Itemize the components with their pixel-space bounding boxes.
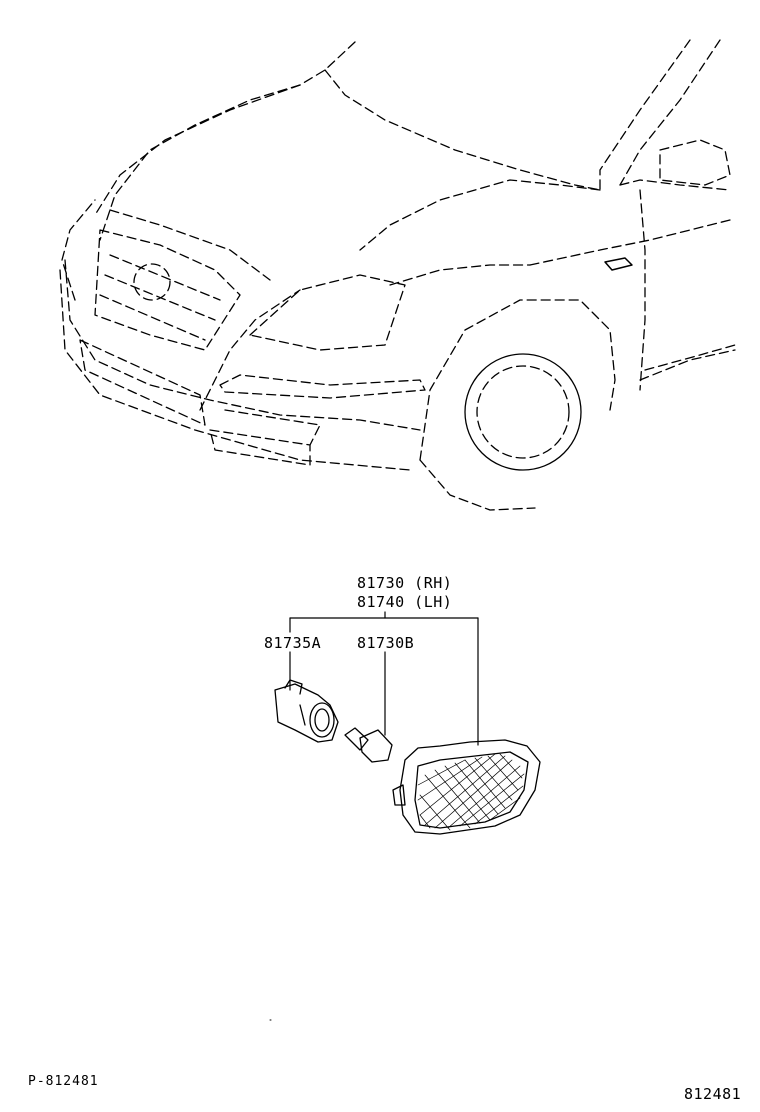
vehicle-body-outline <box>59 39 736 511</box>
label-housing-lh: 81740 (LH) <box>357 593 453 611</box>
side-marker-location <box>604 257 633 271</box>
socket-component <box>274 679 339 743</box>
leader-lines <box>289 611 479 746</box>
front-wheel <box>464 353 582 471</box>
label-socket: 81735A <box>264 634 322 652</box>
side-marker-lamp-housing <box>392 739 541 835</box>
page-code: P-812481 <box>28 1074 99 1089</box>
diagram-id: 812481 <box>684 1085 742 1103</box>
label-bulb: 81730B <box>357 634 415 652</box>
label-housing-rh: 81730 (RH) <box>357 574 453 592</box>
bulb-component <box>344 727 393 763</box>
